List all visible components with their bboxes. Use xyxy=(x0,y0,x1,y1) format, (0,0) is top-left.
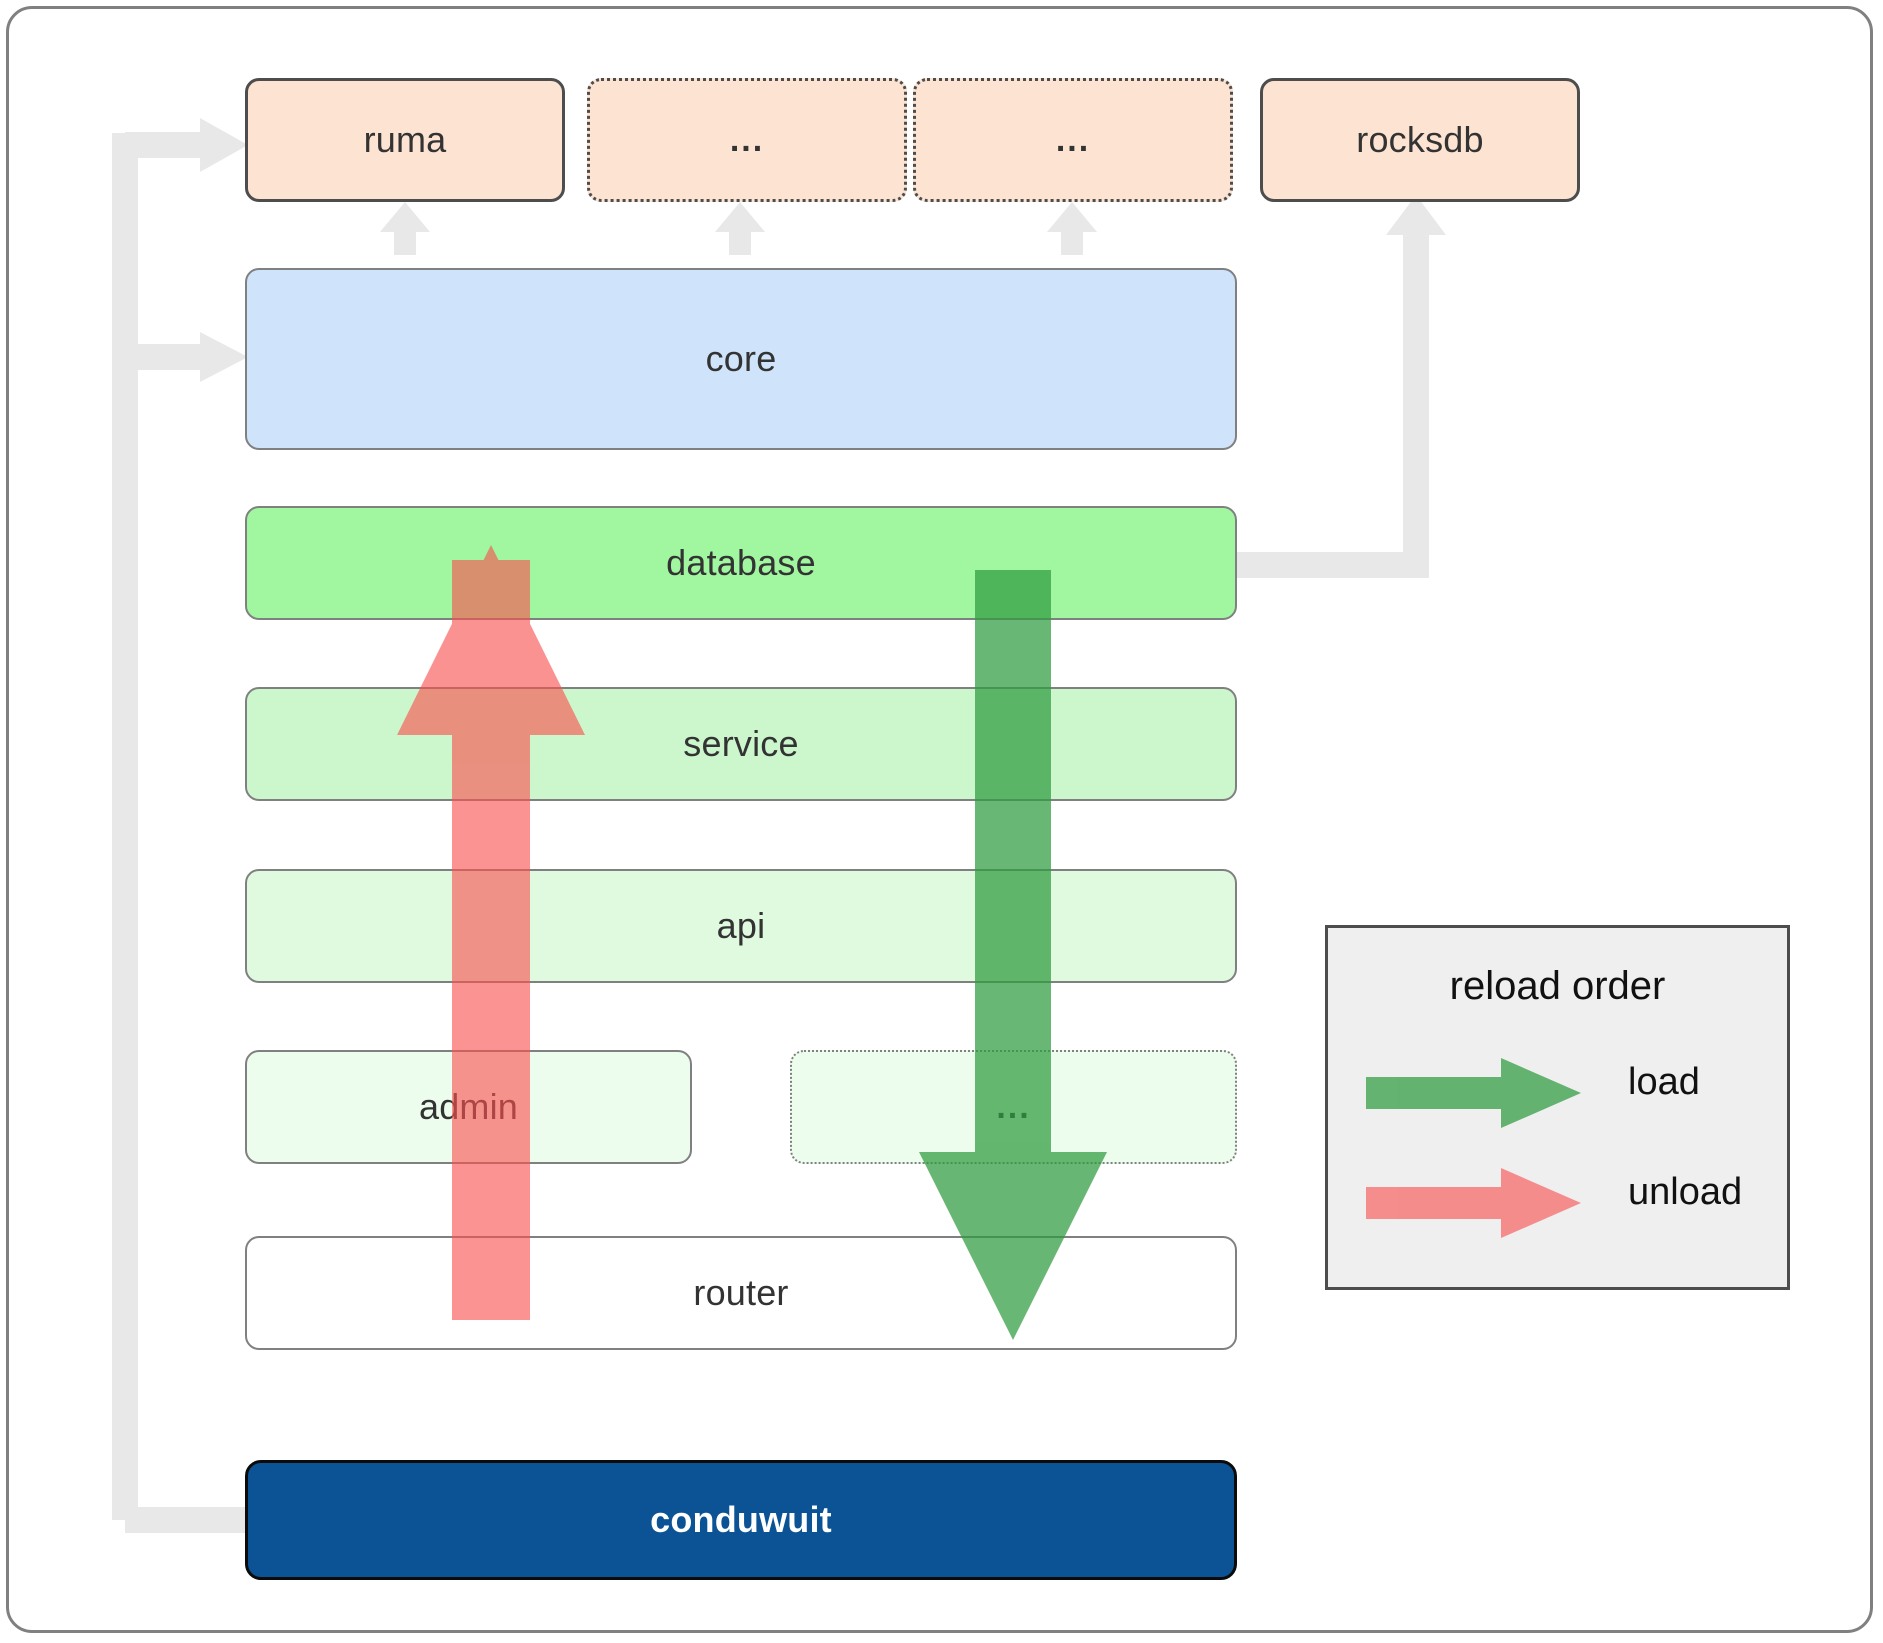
node-stack-ellipsis[interactable]: ... xyxy=(790,1050,1237,1164)
node-service[interactable]: service xyxy=(245,687,1237,801)
node-top-ellipsis-2[interactable]: ... xyxy=(913,78,1233,202)
node-label: service xyxy=(683,723,799,764)
legend-row-unload: unload xyxy=(1328,1163,1787,1243)
legend-row-load: load xyxy=(1328,1053,1787,1133)
legend-load-label: load xyxy=(1628,1061,1700,1103)
node-top-ellipsis-1[interactable]: ... xyxy=(587,78,907,202)
node-label: ruma xyxy=(363,119,447,160)
node-label: api xyxy=(716,905,766,946)
node-label: rocksdb xyxy=(1356,119,1484,160)
legend-panel: reload order load unload xyxy=(1325,925,1790,1290)
node-ruma[interactable]: ruma xyxy=(245,78,565,202)
node-admin[interactable]: admin xyxy=(245,1050,692,1164)
node-database[interactable]: database xyxy=(245,506,1237,620)
node-label: ... xyxy=(729,120,765,159)
diagram-frame xyxy=(6,6,1873,1633)
node-conduwuit[interactable]: conduwuit xyxy=(245,1460,1237,1580)
node-label: conduwuit xyxy=(650,1499,832,1540)
node-api[interactable]: api xyxy=(245,869,1237,983)
legend-unload-label: unload xyxy=(1628,1171,1743,1213)
node-label: core xyxy=(705,338,777,379)
node-core[interactable]: core xyxy=(245,268,1237,450)
node-label: admin xyxy=(418,1086,519,1127)
legend-load-arrow-icon xyxy=(1366,1058,1581,1128)
node-label: router xyxy=(693,1272,789,1313)
node-label: ... xyxy=(996,1087,1031,1126)
node-router[interactable]: router xyxy=(245,1236,1237,1350)
node-label: ... xyxy=(1055,120,1091,159)
node-label: database xyxy=(666,542,816,583)
legend-unload-arrow-icon xyxy=(1366,1168,1581,1238)
node-rocksdb[interactable]: rocksdb xyxy=(1260,78,1580,202)
legend-title: reload order xyxy=(1449,964,1666,1008)
